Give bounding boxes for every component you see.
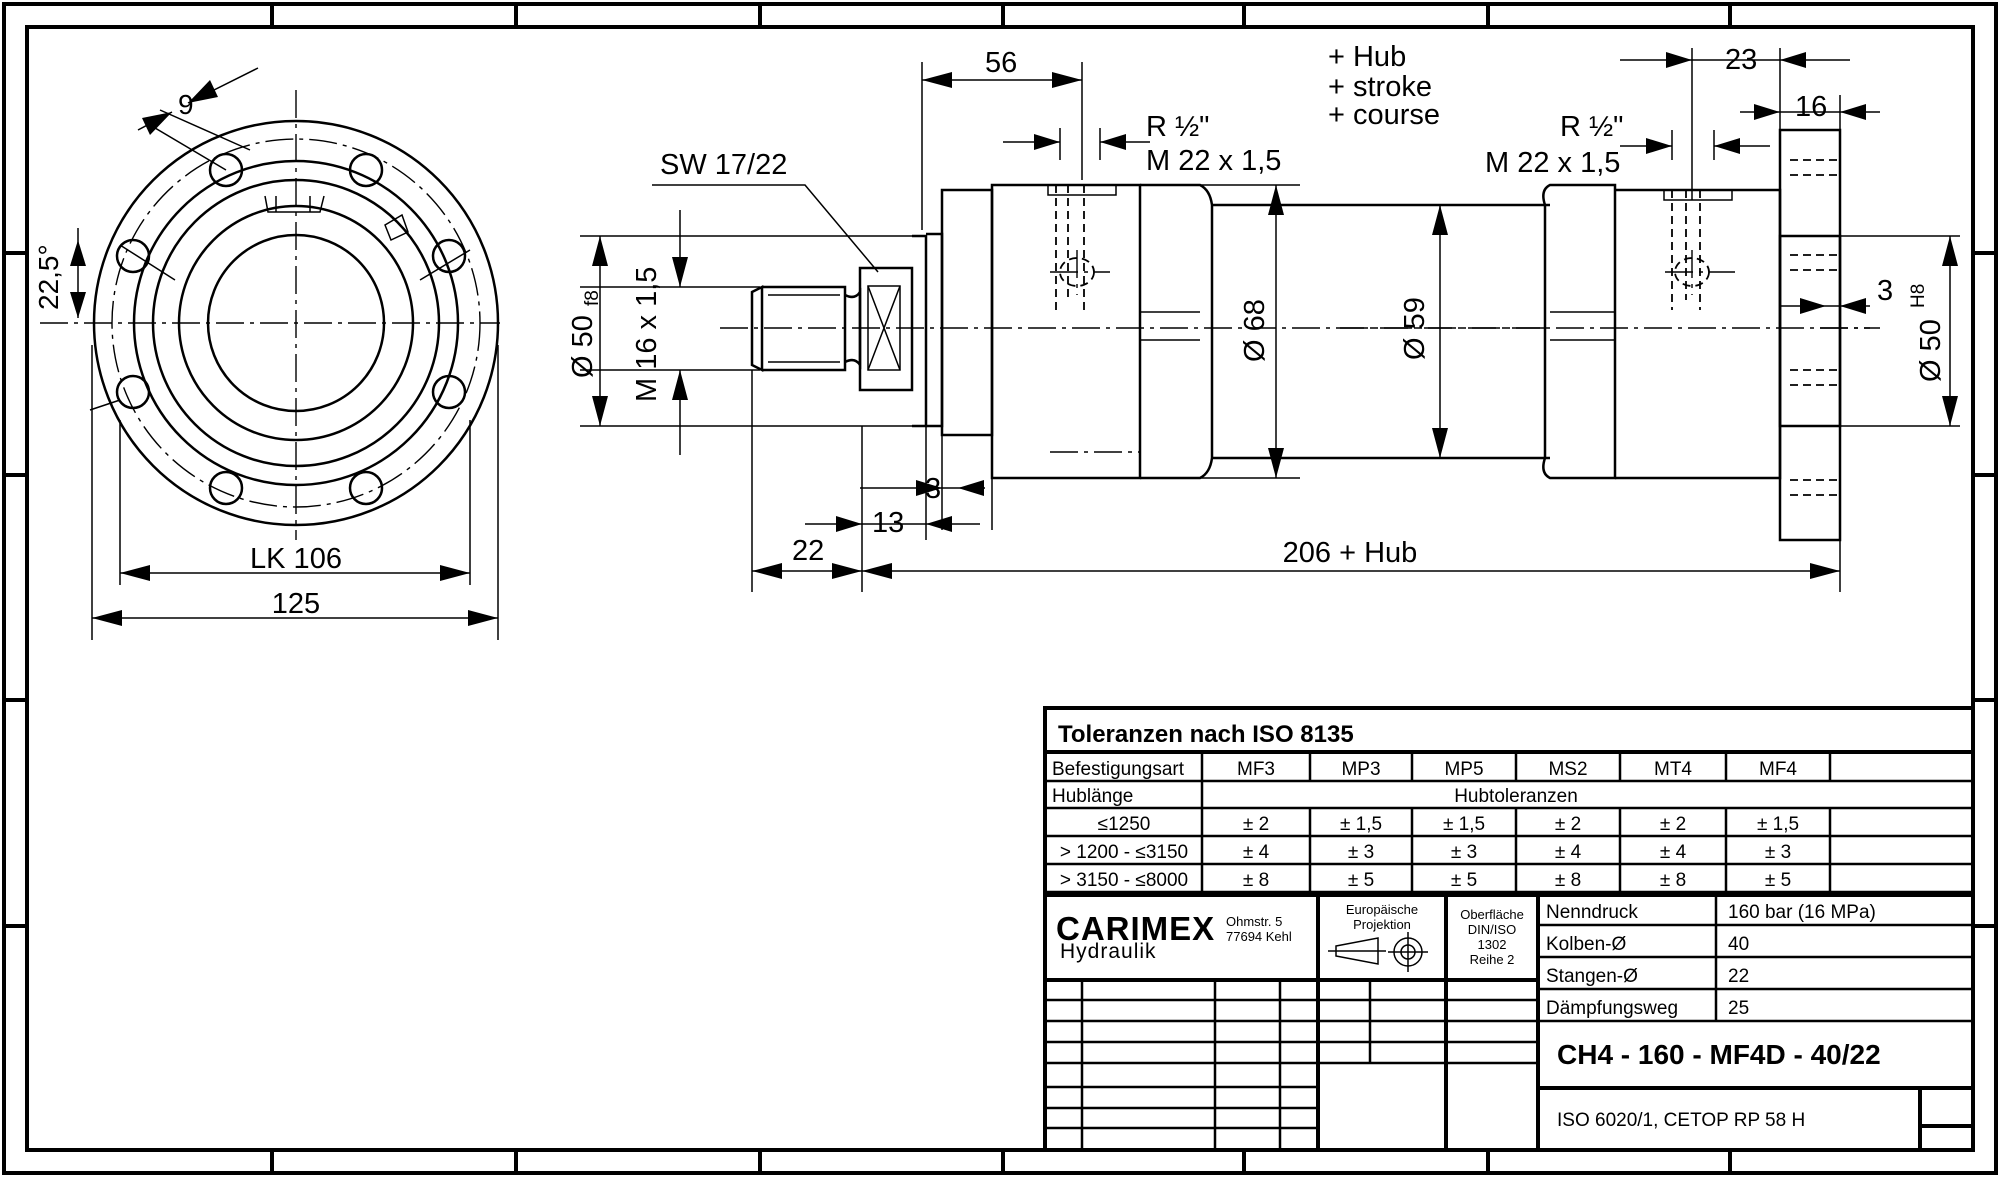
dim-angle: 22,5° [33, 244, 64, 310]
spec-label-rod: Stangen-Ø [1546, 966, 1638, 987]
dim-pitch-circle: LK 106 [250, 543, 342, 575]
bolt-hole-icons [115, 152, 467, 506]
mount-ms2: MS2 [1548, 759, 1587, 780]
dim-22: 22 [792, 535, 824, 567]
cell: ± 2 [1660, 814, 1686, 835]
projection-line-1: Europäische [1346, 902, 1418, 917]
cell: ± 2 [1243, 814, 1269, 835]
stroke-note-1: + Hub [1328, 41, 1406, 73]
cell: ± 5 [1348, 870, 1374, 891]
label-port-right-m: M 22 x 1,5 [1485, 147, 1620, 179]
dim-rod-diameter: Ø 50 [567, 315, 599, 378]
cell: ± 3 [1765, 842, 1791, 863]
dim-56: 56 [985, 47, 1017, 79]
spec-label-pressure: Nenndruck [1546, 902, 1638, 923]
stroke-tolerance-label: Hubtoleranzen [1454, 786, 1578, 807]
dim-13: 13 [872, 507, 904, 539]
cell: ± 1,5 [1340, 814, 1382, 835]
spec-value-piston: 40 [1728, 934, 1749, 955]
dim-flange-tolerance: H8 [1908, 284, 1929, 308]
label-port-right-r: R ½" [1560, 111, 1623, 143]
cell: ± 1,5 [1757, 814, 1799, 835]
tolerance-table: Toleranzen nach ISO 8135 Befestigungsart… [1043, 706, 1975, 1152]
cell: ± 5 [1765, 870, 1791, 891]
dim-tube-diameter: Ø 59 [1399, 297, 1431, 360]
cell: ± 4 [1555, 842, 1582, 863]
address-line-2: 77694 Kehl [1226, 929, 1292, 944]
mount-label: Befestigungsart [1052, 759, 1185, 780]
mount-mf4: MF4 [1759, 759, 1797, 780]
dim-3-bottom: 3 [925, 473, 941, 505]
dim-23: 23 [1725, 44, 1757, 76]
cell: ± 4 [1243, 842, 1270, 863]
row-range-1: ≤1250 [1098, 814, 1151, 835]
dim-flange-diameter: 125 [272, 588, 320, 620]
dim-thread: M 16 x 1,5 [631, 267, 663, 402]
label-wrench: SW 17/22 [660, 149, 787, 181]
dim-16: 16 [1795, 91, 1827, 123]
dim-overall-length: 206 + Hub [1283, 537, 1418, 569]
part-number: CH4 - 160 - MF4D - 40/22 [1557, 1039, 1881, 1070]
projection-line-2: Projektion [1353, 917, 1411, 932]
svg-text:Ø 50: Ø 50 [567, 315, 599, 378]
cell: ± 3 [1348, 842, 1374, 863]
cell: ± 3 [1451, 842, 1477, 863]
row-range-2: > 1200 - ≤3150 [1060, 842, 1188, 863]
title-block: CARIMEX Hydraulik Ohmstr. 5 77694 Kehl E… [1045, 895, 1973, 1150]
mount-mp3: MP3 [1341, 759, 1380, 780]
label-port-left-m: M 22 x 1,5 [1146, 145, 1281, 177]
stroke-note-2: + stroke [1328, 71, 1432, 103]
surface-line-2: DIN/ISO [1468, 922, 1516, 937]
projection-symbol-icon [1328, 932, 1428, 972]
dim-bolt-hole: 9 [178, 89, 194, 120]
cell: ± 4 [1660, 842, 1687, 863]
row-range-3: > 3150 - ≤8000 [1060, 870, 1188, 891]
spec-label-cushion: Dämpfungsweg [1546, 998, 1678, 1019]
dim-flange-bore: Ø 50 [1915, 319, 1947, 382]
stroke-label: Hublänge [1052, 786, 1133, 807]
surface-line-1: Oberfläche [1460, 907, 1524, 922]
cell: ± 8 [1243, 870, 1269, 891]
label-port-left-r: R ½" [1146, 111, 1209, 143]
dim-3-right: 3 [1877, 275, 1893, 307]
mount-mp5: MP5 [1444, 759, 1483, 780]
mount-mf3: MF3 [1237, 759, 1275, 780]
cell: ± 2 [1555, 814, 1581, 835]
surface-line-3: 1302 [1478, 937, 1507, 952]
company-logo: CARIMEX [1056, 910, 1215, 947]
dim-body-diameter: Ø 68 [1239, 299, 1271, 362]
spec-value-rod: 22 [1728, 966, 1749, 987]
front-view: 9 22,5° LK 106 125 [33, 67, 500, 640]
spec-label-piston: Kolben-Ø [1546, 934, 1626, 955]
tolerance-title: Toleranzen nach ISO 8135 [1058, 721, 1354, 748]
spec-value-cushion: 25 [1728, 998, 1749, 1019]
cell: ± 1,5 [1443, 814, 1485, 835]
side-view: Ø 50 f8 M 16 x 1,5 SW 17/22 56 R ½" M 22… [567, 41, 1960, 592]
surface-line-4: Reihe 2 [1470, 952, 1515, 967]
standard-reference: ISO 6020/1, CETOP RP 58 H [1557, 1110, 1805, 1131]
spec-value-pressure: 160 bar (16 MPa) [1728, 902, 1876, 923]
company-subtitle: Hydraulik [1060, 940, 1157, 963]
dim-rod-tolerance: f8 [582, 290, 603, 306]
cell: ± 5 [1451, 870, 1477, 891]
cell: ± 8 [1555, 870, 1581, 891]
cell: ± 8 [1660, 870, 1686, 891]
stroke-note-3: + course [1328, 99, 1440, 131]
address-line-1: Ohmstr. 5 [1226, 914, 1282, 929]
mount-mt4: MT4 [1654, 759, 1692, 780]
